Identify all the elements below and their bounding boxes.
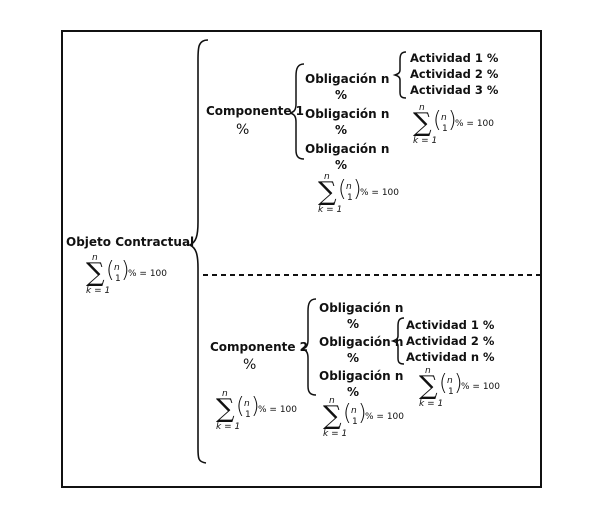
c1-actividad-1: Actividad 1 % [410,51,499,65]
c2-obligacion-1-label: Obligación n [319,301,404,315]
paren-right: ) [448,108,457,133]
diagram-frame [61,30,542,488]
formula-eq: % = 100 [360,188,399,198]
main-brace [188,39,209,464]
c2-obligacion-1-pct: % [347,317,360,331]
sigma-symbol: ∑ [216,394,235,424]
c1-obligacion-2-label: Obligación n [305,107,390,121]
sigma-symbol: ∑ [318,177,337,207]
componente1-label: Componente 1 [206,104,305,118]
paren-left: ( [433,108,442,133]
formula-upper: n [329,396,335,406]
c1-obligacion-1-pct: % [335,88,348,102]
objeto-contractual-label: Objeto Contractual [66,235,195,249]
c2-obligacion-3-label: Obligación n [319,369,404,383]
formula-upper: n [92,253,98,263]
formula-top: n [114,263,120,273]
formula-bottom: 1 [245,410,251,420]
formula-top: n [441,113,447,123]
formula-lower: k = 1 [413,136,438,146]
formula-eq: % = 100 [365,412,404,422]
formula-top: n [351,406,357,416]
formula-eq: % = 100 [461,382,500,392]
formula-bottom: 1 [352,417,358,427]
formula-bottom: 1 [442,124,448,134]
formula-lower: k = 1 [419,399,444,409]
c1-obligacion-3-pct: % [335,158,348,172]
formula-eq: % = 100 [455,119,494,129]
formula-upper: n [324,172,330,182]
componente2-pct: % [243,357,257,373]
c2-obligaciones-formula: n ∑ ( n 1 ) % = 100 k = 1 [323,397,433,443]
componente2-brace [301,298,317,396]
sigma-symbol: ∑ [413,108,432,138]
sigma-symbol: ∑ [86,258,105,288]
c1-obligacion-1-label: Obligación n [305,72,390,86]
c2-componente-formula: n ∑ ( n 1 ) % = 100 k = 1 [216,390,326,436]
formula-lower: k = 1 [323,429,348,439]
actividades1-brace [392,51,407,99]
paren-left: ( [236,394,245,419]
paren-left: ( [106,258,115,283]
c1-actividades-formula: n ∑ ( n 1 ) % = 100 k = 1 [413,104,523,150]
paren-right: ) [353,177,362,202]
paren-left: ( [343,401,352,426]
formula-eq: % = 100 [128,269,167,279]
formula-lower: k = 1 [318,205,343,215]
sigma-symbol: ∑ [419,371,438,401]
componente1-brace [289,63,305,160]
c2-obligacion-2-label: Obligación n [319,335,404,349]
sigma-symbol: ∑ [323,401,342,431]
c2-obligacion-2-pct: % [347,351,360,365]
formula-bottom: 1 [347,193,353,203]
paren-left: ( [338,177,347,202]
c1-actividad-3: Actividad 3 % [410,83,499,97]
c1-obligaciones-formula: n ∑ ( n 1 ) % = 100 k = 1 [318,173,428,219]
c1-obligacion-2-pct: % [335,123,348,137]
componente1-pct: % [236,122,250,138]
paren-right: ) [251,394,260,419]
c2-actividades-formula: n ∑ ( n 1 ) % = 100 k = 1 [419,367,529,413]
formula-upper: n [425,366,431,376]
formula-upper: n [222,389,228,399]
formula-lower: k = 1 [216,422,241,432]
c2-actividad-3: Actividad n % [406,350,495,364]
formula-eq: % = 100 [258,405,297,415]
formula-bottom: 1 [448,387,454,397]
c1-actividad-2: Actividad 2 % [410,67,499,81]
objeto-formula: n ∑ ( n 1 ) % = 100 k = 1 [86,254,196,300]
actividades2-brace [390,317,405,365]
formula-upper: n [419,103,425,113]
formula-lower: k = 1 [86,286,111,296]
formula-top: n [447,376,453,386]
paren-right: ) [121,258,130,283]
formula-top: n [244,399,250,409]
c1-obligacion-3-label: Obligación n [305,142,390,156]
c2-actividad-2: Actividad 2 % [406,334,495,348]
c2-actividad-1: Actividad 1 % [406,318,495,332]
paren-left: ( [439,371,448,396]
paren-right: ) [454,371,463,396]
formula-bottom: 1 [115,274,121,284]
paren-right: ) [358,401,367,426]
c2-obligacion-3-pct: % [347,385,360,399]
componente2-label: Componente 2 [210,340,309,354]
formula-top: n [346,182,352,192]
